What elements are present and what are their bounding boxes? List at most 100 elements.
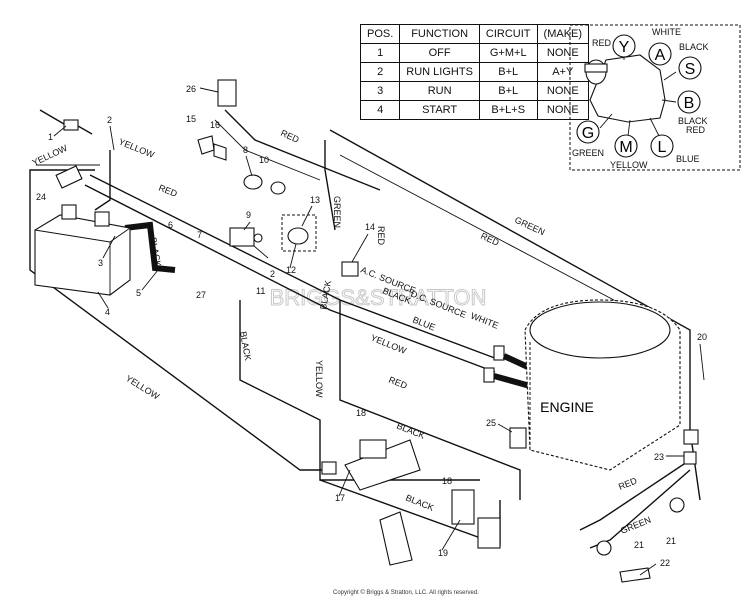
- wire-label-red: RED: [387, 375, 409, 392]
- terminal-m: [614, 134, 638, 158]
- inset-border: [569, 24, 741, 171]
- part-number-9: 9: [246, 210, 251, 220]
- part-number-27: 27: [196, 290, 206, 300]
- yellow-wire-vertical: [339, 300, 521, 500]
- relay-25: [509, 427, 527, 449]
- wire-label-yellow: YELLOW: [369, 333, 408, 357]
- wire-harness: [29, 109, 701, 549]
- table-row: 2 RUN LIGHTS B+L A+Y: [359, 62, 590, 82]
- part-number-21: 21: [666, 536, 676, 546]
- terminal-g: [576, 120, 600, 144]
- red-wire-lights: [579, 459, 691, 531]
- part-number-20: 20: [697, 332, 707, 342]
- light-21-right: [669, 497, 685, 513]
- part-number-18: 18: [356, 408, 366, 418]
- engine-label: ENGINE: [540, 399, 594, 415]
- wire-label-white: WHITE: [469, 311, 500, 331]
- battery: [34, 204, 131, 296]
- terminal-g-label: G: [582, 125, 594, 142]
- terminal-a: [648, 42, 672, 66]
- part-number-23: 23: [654, 452, 664, 462]
- part-number-15: 15: [186, 114, 196, 124]
- grommet-8: [243, 174, 263, 190]
- part-number-10: 10: [259, 155, 269, 165]
- red-wire-top: [224, 109, 381, 191]
- safety-switch-19: [379, 489, 501, 566]
- engine: ENGINE: [524, 299, 681, 471]
- table-cell: NONE: [536, 100, 590, 120]
- part-number-4: 4: [105, 307, 110, 317]
- ignition-switch: [281, 214, 317, 252]
- nut-10: [270, 181, 286, 195]
- part-number-12: 12: [286, 265, 296, 275]
- wire-label-yellow: YELLOW: [117, 137, 156, 161]
- engine-connector-ac: [493, 345, 505, 361]
- battery-red-lead: [94, 150, 111, 211]
- table-cell: RUN LIGHTS: [399, 62, 480, 82]
- table-header-row: POS. FUNCTION CIRCUIT (MAKE): [359, 24, 590, 44]
- bracket-15: [197, 135, 215, 155]
- bracket-16: [213, 143, 227, 161]
- harness-lower: [84, 184, 496, 373]
- light-21-left: [596, 540, 612, 556]
- function-table: POS. FUNCTION CIRCUIT (MAKE) 1 OFF G+M+L…: [359, 24, 590, 120]
- terminal-m-label: M: [619, 139, 632, 156]
- green-wire-lights: [589, 469, 691, 549]
- switch-wire-blue: BLUE: [676, 154, 700, 164]
- wire-label-yellow: YELLOW: [124, 373, 162, 402]
- table-cell: B+L+S: [478, 100, 538, 120]
- terminal-a-label: A: [655, 47, 666, 64]
- wire-label-black: BLACK: [404, 493, 435, 513]
- table-cell: OFF: [399, 43, 480, 63]
- part-number-21: 21: [634, 540, 644, 550]
- terminal-y-label: Y: [619, 39, 630, 56]
- safety-switch-17: [321, 439, 421, 491]
- wire-label-blue: BLUE: [411, 315, 437, 333]
- part-number-13: 13: [310, 195, 320, 205]
- part-number-1: 1: [48, 132, 53, 142]
- connector-20: [683, 429, 699, 445]
- table-cell: NONE: [536, 81, 590, 101]
- terminal-b-label: B: [684, 95, 695, 112]
- part-number-18: 18: [442, 476, 452, 486]
- wire-label-red: RED: [617, 475, 639, 492]
- engine-connector-dc: [483, 367, 495, 383]
- part-number-16: 16: [210, 120, 220, 130]
- part-number-2: 2: [270, 269, 275, 279]
- terminal-l-label: L: [658, 139, 667, 156]
- green-wire-loop: [329, 129, 701, 501]
- terminal-l: [650, 134, 674, 158]
- leader-lines: [53, 87, 705, 576]
- part-number-3: 3: [98, 258, 103, 268]
- wire-label-green: GREEN: [332, 196, 342, 228]
- connector-14: [341, 261, 359, 277]
- table-cell: B+L: [478, 81, 538, 101]
- yellow-wire-outer: [29, 169, 330, 471]
- part-number-8: 8: [243, 145, 248, 155]
- part-number-6: 6: [168, 220, 173, 230]
- part-number-5: 5: [136, 288, 141, 298]
- terminal-b: [677, 90, 701, 114]
- key-blade: [584, 63, 608, 73]
- connector-23: [683, 451, 697, 465]
- table-row: 3 RUN B+L NONE: [359, 81, 590, 101]
- terminal-s: [678, 56, 702, 80]
- table-cell: NONE: [536, 43, 590, 63]
- starter-solenoid: [229, 227, 269, 259]
- table-cell: START: [399, 100, 480, 120]
- wire-label-red: RED: [376, 226, 386, 246]
- wire-label-yellow: YELLOW: [314, 360, 324, 398]
- fuse-holder: [55, 165, 83, 189]
- switch-wire-red-b: RED: [686, 125, 706, 135]
- wire-label-red: RED: [157, 183, 179, 200]
- part-number-2: 2: [107, 115, 112, 125]
- bulb-22: [619, 567, 651, 583]
- copyright-notice: Copyright © Briggs & Stratton, LLC. All …: [333, 590, 479, 596]
- col-header-make: (MAKE): [536, 24, 590, 44]
- wire-label-red: RED: [479, 231, 501, 248]
- part-number-7: 7: [197, 230, 202, 240]
- part-number-14: 14: [365, 222, 375, 232]
- part-number-24: 24: [36, 192, 46, 202]
- battery-body: [34, 214, 131, 296]
